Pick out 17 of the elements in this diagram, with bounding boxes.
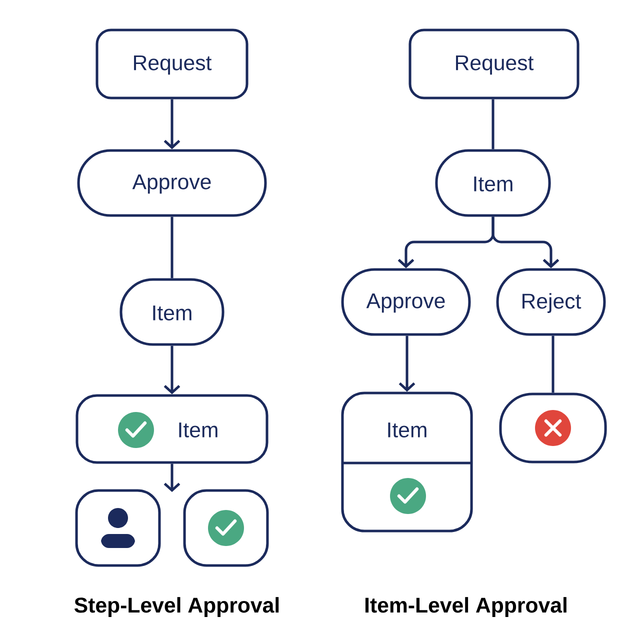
process-pill: Approve <box>77 149 267 217</box>
icon-box <box>499 392 607 464</box>
process-box: Request <box>96 28 248 100</box>
process-box: Request <box>408 28 580 100</box>
icon-box <box>183 489 269 567</box>
process-pill: Reject <box>496 268 606 336</box>
process-box: Item <box>76 394 268 464</box>
arrow <box>164 464 180 492</box>
panel-title: Step-Level Approval <box>74 597 279 617</box>
arrow <box>398 336 416 392</box>
arrow <box>164 346 180 394</box>
icon-box <box>75 489 161 567</box>
process-pill: Approve <box>341 268 471 336</box>
arrow <box>164 99 180 150</box>
panel-title: Item-Level Approval <box>365 597 566 617</box>
arrow <box>492 216 560 268</box>
item-card: Item <box>341 392 473 532</box>
